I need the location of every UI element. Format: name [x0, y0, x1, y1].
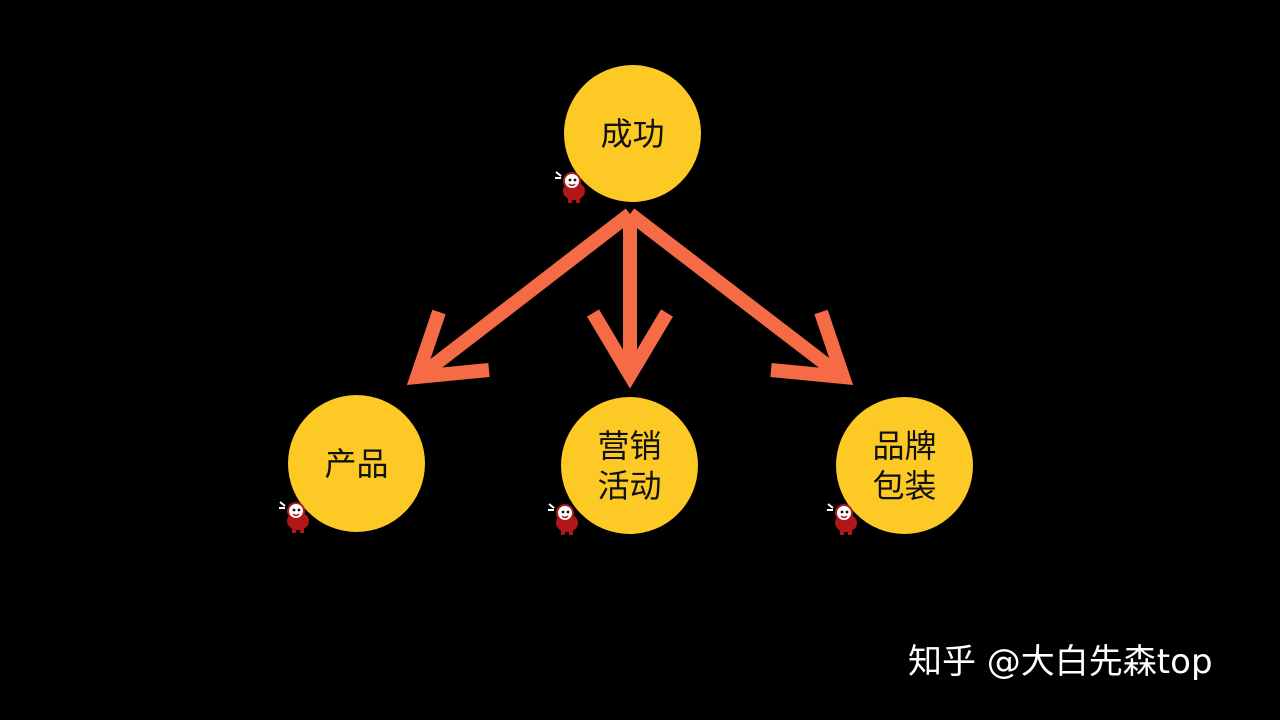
watermark: 知乎 @大白先森top: [908, 642, 1213, 682]
arrow-left-head: [406, 309, 490, 386]
node-brand-line2: 包装: [872, 466, 937, 505]
arrow-center-head: [586, 309, 674, 389]
node-marketing-line1: 营销: [597, 426, 662, 465]
arrow-left-shaft: [420, 208, 635, 378]
node-product: 产品: [288, 395, 425, 532]
mascot-icon: [279, 501, 309, 533]
node-product-label: 产品: [324, 444, 389, 483]
node-brand-line1: 品牌: [872, 426, 937, 465]
node-root-label: 成功: [600, 114, 665, 153]
mascot-icon: [555, 171, 585, 203]
node-root: 成功: [564, 65, 701, 202]
arrow-right-head: [770, 309, 854, 386]
mascot-icon: [548, 503, 578, 535]
arrow-right-shaft: [625, 208, 841, 378]
node-marketing: 营销 活动: [561, 397, 698, 534]
node-brand: 品牌 包装: [836, 397, 973, 534]
mascot-icon: [827, 503, 857, 535]
node-marketing-line2: 活动: [597, 466, 662, 505]
